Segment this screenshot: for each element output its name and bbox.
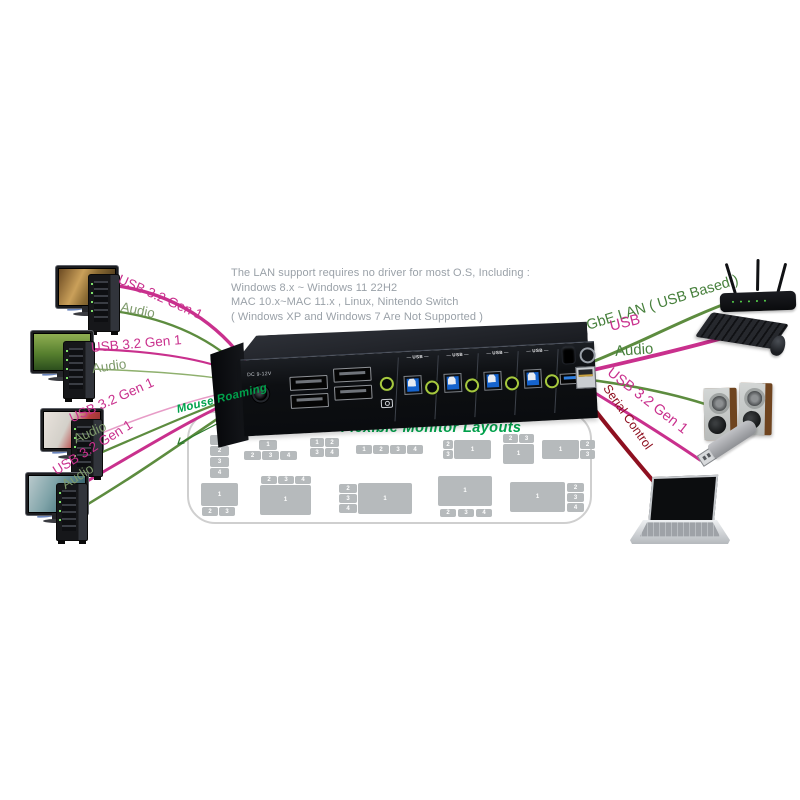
notice-line: ( Windows XP and Windows 7 Are Not Suppo… [231, 310, 484, 323]
monitor-tile: 3 [339, 494, 357, 503]
kvm-switch-device: DC 9-12V USB USB USB USB [209, 318, 599, 454]
pc-tower-icon [63, 341, 95, 402]
monitor-tile: 2 [339, 484, 357, 493]
monitor-tile: 2 [202, 507, 218, 516]
monitor-tile: 1 [358, 483, 412, 514]
monitor-tile: 1 [260, 485, 311, 515]
dc-power-label: DC 9-12V [247, 370, 272, 379]
notice-line: Windows 8.x ~ Windows 11 22H2 [231, 281, 398, 294]
usb-logo-mark: USB [525, 347, 550, 354]
audio-jack [544, 373, 560, 389]
laptop-screen [647, 474, 719, 528]
audio-jack [379, 376, 395, 392]
usb-b-host-port [403, 375, 423, 395]
monitor-tile: 2 [261, 476, 277, 484]
console-speakers-label: Audio [614, 340, 654, 360]
monitor-tile: 3 [443, 450, 453, 459]
router-antenna [776, 262, 788, 295]
monitor-tile: 3 [210, 457, 229, 467]
monitor-tile: 3 [580, 450, 595, 459]
brand-emblem [579, 346, 597, 364]
monitor-tile: 3 [567, 493, 584, 502]
notice-line: MAC 10.x~MAC 11.x , Linux, Nintendo Swit… [231, 296, 459, 309]
port-section-divider [394, 357, 399, 422]
monitor-tile: 2 [580, 440, 595, 449]
audio-jack [424, 380, 440, 395]
mouse-roaming-arrowhead [177, 437, 185, 445]
monitor-tile: 2 [440, 509, 456, 517]
monitor-tile: 4 [476, 509, 492, 517]
monitor-tile: 2 [325, 438, 339, 447]
usb-b-host-port [483, 370, 503, 391]
monitor-tile: 2 [244, 451, 261, 460]
monitor-tile: 1 [438, 476, 492, 506]
pc-tower-icon [88, 274, 120, 335]
pc-tower-icon [71, 419, 103, 480]
usb-a-port [333, 384, 373, 401]
monitor-tile: 2 [210, 446, 229, 456]
usb32-cable-console [580, 383, 702, 462]
audio-cable-console [582, 377, 716, 409]
monitor-tile: 2 [567, 483, 584, 492]
monitor-tile: 4 [210, 468, 229, 478]
monitor-tile: 4 [339, 504, 357, 513]
monitor-tile: 4 [280, 451, 297, 460]
usb-logo-mark: USB [485, 349, 510, 356]
monitor-tile: 2 [373, 445, 389, 454]
monitor-tile: 1 [510, 482, 565, 512]
pc-tower-icon [56, 483, 88, 544]
usb-logo-mark: USB [445, 352, 470, 358]
laptop [630, 474, 734, 548]
usb-a-port [332, 366, 372, 383]
lan-rj45-port [575, 365, 597, 389]
laptop-keyboard [640, 522, 720, 537]
monitor-tile: 1 [454, 440, 491, 459]
console-icon [380, 398, 394, 409]
monitor-tile: 1 [259, 440, 277, 450]
usb-a-port [290, 392, 329, 409]
monitor-tile: 1 [356, 445, 372, 454]
monitor-tile: 4 [295, 476, 311, 484]
audio-jack [464, 378, 480, 393]
power-switch [562, 346, 576, 364]
notice-line: The LAN support requires no driver for m… [231, 267, 530, 279]
monitor-tile: 3 [219, 507, 235, 516]
keyboard-mouse [694, 312, 791, 359]
usb-logo-mark: USB [405, 354, 430, 360]
monitor-tile: 4 [325, 448, 339, 457]
monitor-tile: 1 [201, 483, 238, 506]
usb-a-port [289, 374, 329, 391]
monitor-tile: 1 [310, 438, 324, 447]
monitor-tile: 1 [542, 440, 579, 459]
router-body [719, 290, 797, 313]
monitor-tile: 3 [519, 434, 534, 443]
monitor-tile: 4 [567, 503, 584, 512]
monitor-tile: 3 [458, 509, 474, 517]
monitor-tile: 2 [443, 440, 453, 449]
usb-b-host-port [523, 368, 543, 389]
router-antenna [756, 258, 760, 292]
monitor-tile: 4 [407, 445, 423, 454]
monitor-tile: 3 [310, 448, 324, 457]
monitor-tile: 1 [503, 444, 534, 464]
audio-jack [504, 375, 520, 391]
gbe-lan-cable [580, 297, 740, 368]
monitor-tile: 3 [278, 476, 294, 484]
lan-support-notice: The LAN support requires no driver for m… [231, 266, 611, 324]
monitor-tile: 3 [390, 445, 406, 454]
usb-b-host-port [443, 372, 463, 393]
monitor-tile: 2 [503, 434, 518, 443]
monitor-tile: 3 [262, 451, 279, 460]
